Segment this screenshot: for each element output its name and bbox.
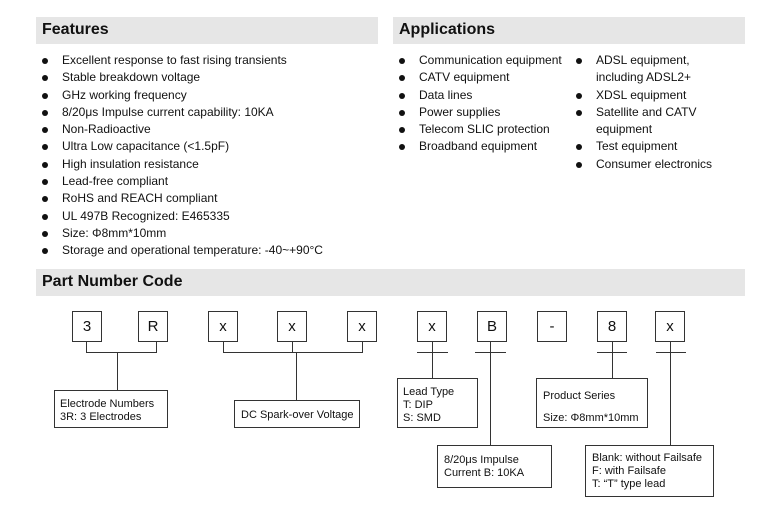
list-item: Test equipment [574, 138, 724, 155]
list-item: High insulation resistance [40, 156, 380, 173]
list-item: 8/20μs Impulse current capability: 10KA [40, 104, 380, 121]
code-char-3: x [208, 311, 238, 342]
list-item: RoHS and REACH compliant [40, 190, 380, 207]
list-item: Lead-free compliant [40, 173, 380, 190]
applications-header: Applications [393, 17, 745, 44]
list-item: Data lines [397, 87, 562, 104]
applications-list-col2: ADSL equipment, including ADSL2+ XDSL eq… [574, 52, 724, 173]
product-series-label: Product Series Size: Φ8mm*10mm [536, 378, 648, 428]
list-item: Broadband equipment [397, 138, 562, 155]
code-char-8: - [537, 311, 567, 342]
electrode-numbers-label: Electrode Numbers 3R: 3 Electrodes [54, 390, 168, 428]
applications-list-col1: Communication equipment CATV equipment D… [397, 52, 562, 156]
applications-title: Applications [399, 21, 496, 38]
features-title: Features [42, 21, 109, 38]
list-item: Consumer electronics [574, 156, 724, 173]
code-char-2: R [138, 311, 168, 342]
list-item: Telecom SLIC protection [397, 121, 562, 138]
code-char-9: 8 [597, 311, 627, 342]
list-item: GHz working frequency [40, 87, 380, 104]
list-item: Stable breakdown voltage [40, 69, 380, 86]
list-item: UL 497B Recognized: E465335 [40, 208, 380, 225]
dc-spark-label: DC Spark-over Voltage [234, 400, 360, 428]
lead-type-label: Lead Type T: DIP S: SMD [397, 378, 478, 428]
impulse-current-label: 8/20μs Impulse Current B: 10KA [437, 445, 552, 488]
list-item: Storage and operational temperature: -40… [40, 242, 380, 259]
code-char-5: x [347, 311, 377, 342]
list-item: Ultra Low capacitance (<1.5pF) [40, 138, 380, 155]
list-item: Size: Φ8mm*10mm [40, 225, 380, 242]
code-char-10: x [655, 311, 685, 342]
list-item: Power supplies [397, 104, 562, 121]
code-char-1: 3 [72, 311, 102, 342]
code-char-6: x [417, 311, 447, 342]
failsafe-label: Blank: without Failsafe F: with Failsafe… [585, 445, 714, 497]
code-char-4: x [277, 311, 307, 342]
list-item: CATV equipment [397, 69, 562, 86]
code-char-7: B [477, 311, 507, 342]
features-list: Excellent response to fast rising transi… [40, 52, 380, 260]
list-item: Excellent response to fast rising transi… [40, 52, 380, 69]
list-item: Non-Radioactive [40, 121, 380, 138]
features-header: Features [36, 17, 378, 44]
list-item: Communication equipment [397, 52, 562, 69]
list-item: ADSL equipment, including ADSL2+ [574, 52, 724, 87]
list-item: Satellite and CATV equipment [574, 104, 724, 139]
part-number-header: Part Number Code [36, 269, 745, 296]
list-item: XDSL equipment [574, 87, 724, 104]
part-number-title: Part Number Code [42, 273, 183, 290]
